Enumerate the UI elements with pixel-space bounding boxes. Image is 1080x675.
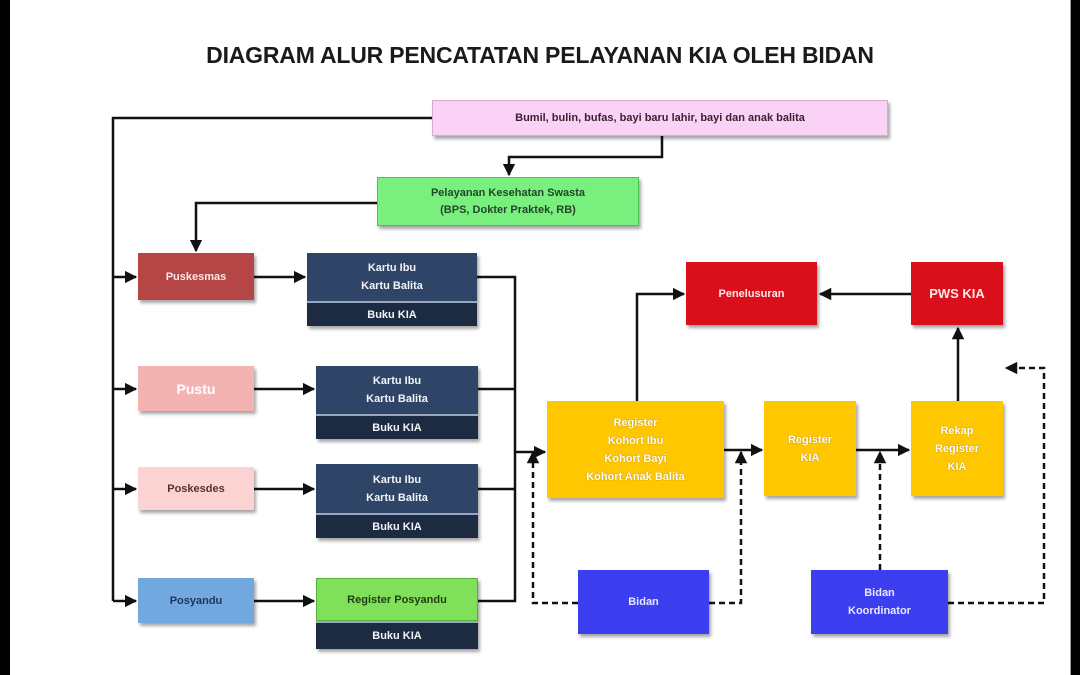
diagram-title: DIAGRAM ALUR PENCATATAN PELAYANAN KIA OL…: [206, 42, 874, 68]
bidan-koordinator-label-1: Bidan: [864, 587, 895, 599]
bidan-koordinator-label-2: Koordinator: [848, 605, 911, 617]
buku-kia-node-puskesmas: Buku KIA: [307, 301, 477, 326]
connector-source-to-swasta: [502, 136, 664, 177]
bidan-label: Bidan: [628, 596, 659, 608]
kartu-balita-label: Kartu Balita: [366, 491, 428, 504]
rekap-label-2: Register: [934, 442, 980, 455]
poskesdes-node: Poskesdes: [138, 467, 254, 510]
swasta-node-label-1: Pelayanan Kesehatan Swasta: [430, 186, 586, 199]
pws-kia-label: PWS KIA: [929, 285, 985, 301]
bidan-node: Bidan: [578, 570, 709, 634]
buku-kia-node-poskesdes: Buku KIA: [316, 513, 478, 538]
rekap-label-1: Rekap: [940, 424, 974, 437]
register-kia-label-1: Register: [787, 433, 833, 446]
puskesmas-label: Puskesmas: [165, 270, 227, 283]
swasta-node-label-2: (BPS, Dokter Praktek, RB): [440, 203, 576, 216]
poskesdes-label: Poskesdes: [167, 482, 225, 495]
register-kohort-label-1: Register: [613, 416, 658, 429]
connector-source-left-trunk: [111, 116, 432, 601]
kartu-balita-label: Kartu Balita: [366, 393, 428, 405]
posyandu-node: Posyandu: [138, 578, 254, 623]
kartu-ibu-label: Kartu Ibu: [367, 262, 417, 274]
dashed-bidan-to-kohort-right: [709, 450, 748, 605]
rekap-register-kia-node: Rekap Register KIA: [911, 401, 1003, 496]
kartu-ibu-label: Kartu Ibu: [372, 375, 422, 387]
swasta-node: Pelayanan Kesehatan Swasta (BPS, Dokter …: [377, 177, 639, 226]
kartu-balita-label: Kartu Balita: [361, 280, 423, 292]
register-kohort-label-3: Kohort Bayi: [604, 452, 667, 465]
kartu-node-pustu: Kartu Ibu Kartu Balita: [316, 366, 478, 414]
buku-kia-label: Buku KIA: [372, 520, 422, 533]
register-kia-label-2: KIA: [800, 451, 820, 464]
register-posyandu-node: Register Posyandu: [316, 578, 478, 621]
kartu-node-poskesdes: Kartu Ibu Kartu Balita: [316, 464, 478, 513]
posyandu-label: Posyandu: [169, 594, 223, 607]
bidan-koordinator-node: Bidan Koordinator: [811, 570, 948, 634]
kartu-ibu-label: Kartu Ibu: [372, 473, 422, 486]
buku-kia-node-pustu: Buku KIA: [316, 414, 478, 439]
penelusuran-label: Penelusuran: [718, 287, 785, 300]
register-posyandu-label: Register Posyandu: [347, 593, 447, 606]
dashed-bidan-to-kohort-left: [526, 450, 578, 605]
register-kohort-label-2: Kohort Ibu: [607, 434, 664, 447]
pustu-label: Pustu: [176, 380, 216, 397]
puskesmas-node: Puskesmas: [138, 253, 254, 300]
source-node-label: Bumil, bulin, bufas, bayi baru lahir, ba…: [515, 112, 805, 124]
source-node: Bumil, bulin, bufas, bayi baru lahir, ba…: [432, 100, 888, 136]
dashed-bidankoord-to-pws: [948, 361, 1046, 605]
register-kohort-label-4: Kohort Anak Balita: [586, 470, 685, 483]
pustu-node: Pustu: [138, 366, 254, 411]
register-kohort-node: Register Kohort Ibu Kohort Bayi Kohort A…: [547, 401, 724, 498]
buku-kia-node-posyandu: Buku KIA: [316, 621, 478, 649]
penelusuran-node: Penelusuran: [686, 262, 817, 325]
register-kia-node: Register KIA: [764, 401, 856, 496]
buku-kia-label: Buku KIA: [372, 421, 422, 434]
kartu-node-puskesmas: Kartu Ibu Kartu Balita: [307, 253, 477, 301]
connector-collector-line: [477, 275, 517, 603]
connector-kohort-to-penelusuran: [635, 287, 686, 401]
buku-kia-label: Buku KIA: [372, 630, 422, 642]
pws-kia-node: PWS KIA: [911, 262, 1003, 325]
rekap-label-3: KIA: [947, 460, 967, 473]
buku-kia-label: Buku KIA: [367, 308, 417, 321]
connector-swasta-to-puskesmas: [189, 201, 377, 253]
